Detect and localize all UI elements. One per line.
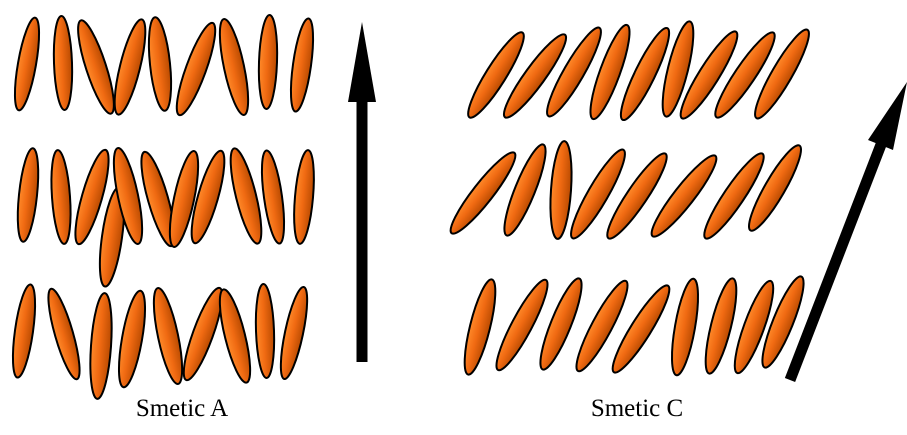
smectic-a-molecule	[148, 286, 188, 386]
smectic-a-molecule	[214, 287, 257, 385]
smectic-a-molecules	[9, 15, 318, 400]
smectic-a-molecule	[254, 284, 275, 379]
smectic-c-molecule	[667, 277, 704, 377]
smectic-c-molecule	[458, 277, 501, 377]
smectic-a-panel: Smetic A	[9, 15, 376, 422]
smectic-c-director-arrow	[790, 82, 907, 380]
smectic-a-molecule	[145, 16, 175, 112]
smectic-a-molecule	[108, 17, 151, 117]
smectic-a-molecule	[214, 17, 254, 117]
smectic-a-director-arrow	[348, 22, 376, 362]
smectic-a-molecule	[49, 149, 74, 244]
smectic-a-molecule	[42, 286, 85, 381]
smectic-a-molecule	[52, 16, 73, 111]
smectic-c-caption: Smetic C	[591, 395, 683, 422]
smectic-a-caption: Smetic A	[136, 395, 228, 422]
smectic-a-molecule	[9, 283, 40, 379]
smectic-a-molecule	[71, 17, 120, 116]
smectic-c-panel: Smetic C	[444, 19, 907, 422]
smectic-a-molecule	[170, 20, 222, 119]
smectic-a-molecule	[224, 146, 267, 246]
smectic-a-molecule	[287, 17, 318, 113]
smectic-a-molecule	[14, 147, 42, 242]
smectic-a-molecule	[10, 16, 44, 112]
smectic-a-molecule	[87, 292, 114, 399]
smectic-a-molecule	[291, 149, 317, 244]
smectic-c-molecule	[548, 140, 575, 239]
smectic-a-molecule	[257, 15, 278, 110]
smectic-c-molecules	[444, 19, 816, 378]
smectic-a-molecule	[114, 289, 151, 389]
smectic-a-molecule	[275, 285, 312, 381]
